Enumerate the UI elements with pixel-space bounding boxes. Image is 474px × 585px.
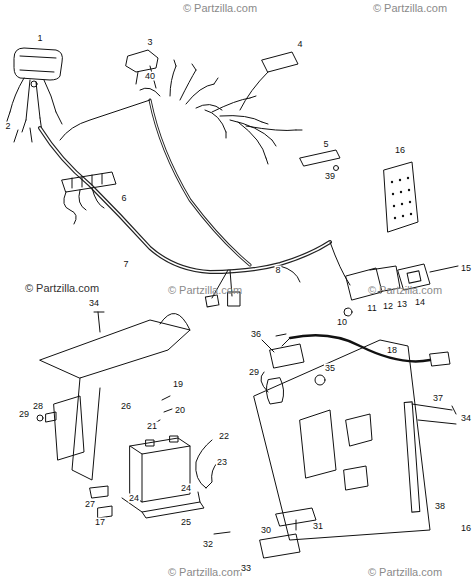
callout-number: 22 [218, 432, 230, 441]
callout-number: 34 [460, 414, 472, 423]
ignition-coil [266, 378, 283, 404]
callout-number: 25 [180, 518, 192, 527]
callout-number: 37 [432, 394, 444, 403]
callout-number: 34 [88, 299, 100, 308]
callout-number: 31 [312, 522, 324, 531]
watermark: © Partzilla.com [24, 283, 100, 294]
frame [40, 320, 190, 378]
callout-number: 8 [274, 266, 281, 275]
fuse-block [62, 172, 116, 192]
terminal-board [384, 162, 418, 232]
callout-number: 40 [144, 72, 156, 81]
callout-number: 24 [128, 494, 140, 503]
callout-number: 29 [248, 368, 260, 377]
callout-number: 3 [146, 38, 153, 47]
callout-number: 5 [322, 140, 329, 149]
callout-number: 38 [434, 502, 446, 511]
callout-number: 16 [394, 146, 406, 155]
callout-number: 36 [250, 330, 262, 339]
callout-number: 17 [94, 518, 106, 527]
callout-number: 1 [36, 34, 43, 43]
callout-number: 16 [460, 524, 472, 533]
callout-number: 2 [4, 122, 11, 131]
callout-number: 13 [396, 300, 408, 309]
switch-housing [14, 48, 62, 80]
callout-number: 23 [216, 458, 228, 467]
connector [262, 52, 298, 72]
switch [126, 50, 158, 72]
callout-number: 26 [120, 402, 132, 411]
callout-number: 4 [296, 40, 303, 49]
watermark: © Partzilla.com [167, 567, 243, 578]
watermark: © Partzilla.com [372, 3, 448, 14]
callout-number: 14 [414, 298, 426, 307]
callout-number: 28 [32, 402, 44, 411]
callout-number: 6 [120, 194, 127, 203]
callout-number: 32 [202, 540, 214, 549]
callout-number: 10 [336, 318, 348, 327]
callout-number: 35 [324, 364, 336, 373]
sensor [300, 150, 340, 166]
battery-cable [196, 440, 212, 488]
callout-number: 11 [366, 304, 377, 313]
callout-number: 24 [180, 484, 192, 493]
callout-number: 18 [386, 346, 398, 355]
callout-number: 19 [172, 380, 184, 389]
main-harness [40, 128, 330, 272]
callout-number: 39 [324, 172, 336, 181]
callout-number: 29 [18, 410, 30, 419]
watermark: © Partzilla.com [367, 285, 443, 296]
battery-tray [122, 492, 204, 518]
callout-number: 33 [240, 564, 252, 573]
callout-number: 27 [84, 500, 96, 509]
cdi-box [270, 344, 304, 368]
callout-number: 7 [122, 260, 129, 269]
watermark: © Partzilla.com [182, 3, 258, 14]
callout-number: 20 [174, 406, 186, 415]
callout-number: 15 [460, 264, 472, 273]
callout-number: 30 [260, 526, 272, 535]
mounting-plate [254, 340, 430, 540]
watermark: © Partzilla.com [367, 567, 443, 578]
callout-number: 12 [382, 302, 394, 311]
watermark: © Partzilla.com [167, 285, 243, 296]
callout-number: 21 [146, 422, 158, 431]
